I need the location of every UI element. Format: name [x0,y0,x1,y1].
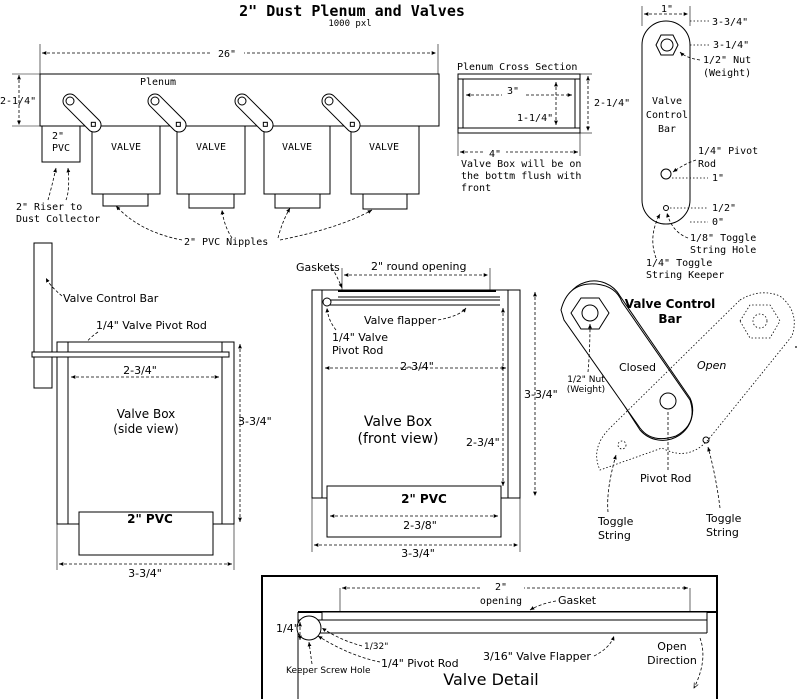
detail-keeper: Keeper Screw Hole [286,666,371,676]
cross-section: Plenum Cross Section 3" 1-1/4" 2-1/4" 4"… [457,62,630,194]
pvc-riser-box [41,125,81,163]
large-bar-closed: Closed [619,361,656,374]
front-gaskets-label: Gaskets [296,261,340,274]
bar-top-dim: 3-3/4" [712,17,748,28]
front-width-dim: 3-3/4" [401,547,435,560]
side-view: Valve Control Bar 1/4" Valve Pivot Rod 2… [31,242,272,580]
plenum-label: Plenum [140,77,176,88]
front-pvc-label: 2" PVC [401,492,447,506]
plenum-levers [62,93,361,133]
nipples-label: 2" PVC Nipples [184,237,268,248]
side-control-bar [33,242,53,389]
front-pvc-width: 2-3/8" [403,519,437,532]
large-bar-pivot: Pivot Rod [640,472,691,485]
valve-3-label: VALVE [282,142,312,153]
front-opening-label: 2" round opening [371,260,466,273]
side-rod-label: 1/4" Valve Pivot Rod [96,319,207,332]
detail-flapper: 3/16" Valve Flapper [483,650,591,663]
pvc-riser-box-label: 2"PVC [52,131,70,154]
valve-2: VALVE [176,125,246,209]
detail-title: Valve Detail [443,670,538,689]
bar-pivot-dim: 1" [712,173,724,184]
bar-half-dim: 1/2" [712,203,736,214]
side-height-dim: 3-3/4" [238,415,272,428]
valve-2-label: VALVE [196,142,226,153]
front-title: Valve Box(front view) [358,414,439,447]
plenum-width-dim: 26" [218,49,236,60]
cross-outer-height: 2-1/4" [594,98,630,109]
valve-4: VALVE [350,125,420,210]
bar-nut-dim: 3-1/4" [713,40,749,51]
plenum-drawing: 26" Plenum 2-1/4" 2"PVC VALVE VALVE VALV… [0,44,440,248]
valve-1: VALVE [91,125,161,207]
front-view: Gaskets 2" round opening Valve flapper 1… [296,260,558,560]
detail-pivot: 1/4" Pivot Rod [381,657,459,670]
side-title: Valve Box(side view) [113,407,178,436]
detail-opening: 2"opening [480,582,522,607]
front-inner-height: 2-3/4" [466,436,500,449]
page-title: 2" Dust Plenum and Valves [239,2,465,20]
plenum-height-dim: 2-1/4" [0,96,36,107]
detail-gasket: Gasket [558,594,597,607]
detail-quarter: 1/4" [276,622,299,635]
cross-inner-width: 3" [507,86,519,97]
side-pvc-label: 2" PVC [127,512,173,526]
detail-thirty-second: 1/32" [364,642,388,652]
front-inner-width: 2-3/4" [400,360,434,373]
cross-section-title: Plenum Cross Section [457,62,577,73]
valve-detail: 2"opening Gasket 1/4" 1/32" Keeper Screw… [261,575,718,699]
cross-outer-width: 4" [489,149,501,160]
scale-note: 1000 pxl [328,19,371,29]
side-bar-label: Valve Control Bar [63,292,159,305]
bar-zero-dim: 0" [712,217,724,228]
side-width-dim: 3-3/4" [128,567,162,580]
plenum-text-mask [210,46,244,58]
side-inner-width: 2-3/4" [123,364,157,377]
valve-4-label: VALVE [369,142,399,153]
cross-inner-height: 1-1/4" [517,113,553,124]
bar-width-dim: 1" [661,4,673,15]
front-flapper-label: Valve flapper [364,314,437,327]
large-bar-nut: 1/2" Nut(Weight) [567,375,605,395]
valve-3: VALVE [263,125,331,209]
front-outer-height: 3-3/4" [524,388,558,401]
large-bar-open: Open [697,359,726,372]
bar-nut-label: 1/2" Nut(Weight) [703,55,751,79]
stray-dot [795,346,797,348]
valve-1-label: VALVE [111,142,141,153]
